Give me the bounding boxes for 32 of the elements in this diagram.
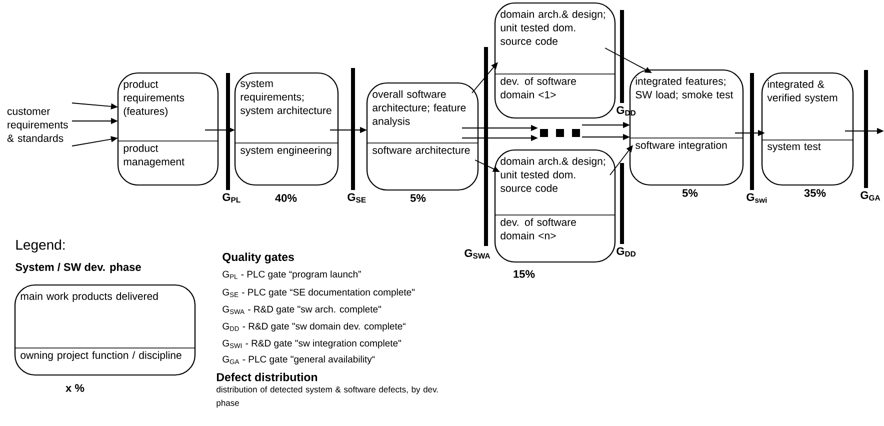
section-heading: Defect distribution: [216, 372, 318, 382]
phase-box: system requirements; system architecture system engineering: [234, 72, 339, 186]
gate-description: G$_{DD}$ - R&D gate "sw domain dev. complete“: [222, 322, 406, 332]
percentage-label: 5%: [410, 194, 426, 202]
gate-label: G$_{GA}$: [860, 191, 880, 201]
gate-description: G$_{SWA}$ - R&D gate "sw arch. complete": [222, 306, 381, 314]
percentage-label: 35%: [804, 189, 826, 197]
phase-box: product requirements (features) product management: [117, 72, 219, 186]
percentage-label: 40%: [275, 194, 297, 202]
gate-description: G$_{SWI}$ - R&D gate "sw integration complete": [222, 340, 402, 348]
legend-heading: System / SW dev. phase: [16, 262, 141, 274]
gate-description: G$_{PL}$ - PLC gate “program launch”: [222, 270, 361, 280]
section-heading: Quality gates: [222, 252, 294, 264]
percentage-label: 15%: [514, 270, 535, 278]
legend-title: Legend:: [16, 239, 65, 253]
description-text: distribution of detected system & software defects, by dev. phase: [216, 386, 438, 408]
gate-description: G$_{SE}$ - PLC gate “SE documentation complete": [222, 288, 415, 298]
arrow: [610, 145, 633, 176]
gate-description: G$_{GA}$ - PLC gate "general availability“: [222, 356, 375, 364]
arrow: [472, 62, 498, 94]
ellipsis-drawing: [540, 129, 580, 137]
phase-box: integrated & verified system system test: [761, 72, 854, 186]
gate-label: G$_{PL}$: [222, 193, 240, 203]
phase-box: domain arch.& design; unit tested dom. source code dev. of software domain <n>: [494, 149, 616, 263]
gate-label: G$_{swi}$: [746, 193, 767, 203]
phase-box: domain arch.& design; unit tested dom. source code dev. of software domain <1>: [494, 2, 616, 119]
percentage-label: 5%: [682, 189, 698, 197]
phase-box: overall software architecture; feature analysis software architecture: [366, 82, 479, 191]
gate-label: G$_{SE}$: [348, 193, 366, 203]
percentage-label: x %: [66, 384, 84, 392]
input-text: customer requirements & standards: [7, 108, 68, 142]
phase-box: main work products delivered owning project function / discipline: [14, 284, 196, 376]
